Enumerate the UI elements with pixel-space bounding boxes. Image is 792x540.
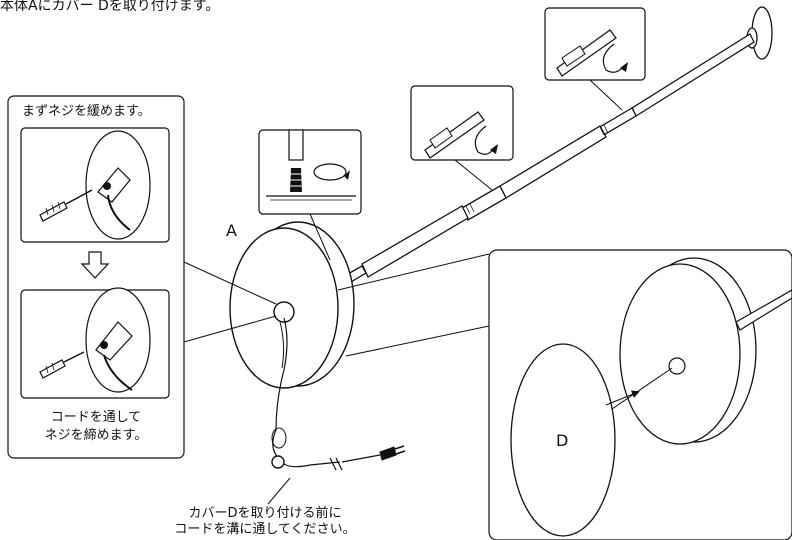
inset-step1-text: まずネジを緩めます。 xyxy=(22,104,151,119)
pole-assembly xyxy=(329,6,773,293)
screwdriver-icon xyxy=(39,351,85,379)
part-label-d: D xyxy=(556,431,569,450)
callout-line1: カバーDを取り付ける前に xyxy=(188,506,342,521)
pole-segment-3 xyxy=(499,125,607,199)
rotate-arrow-icon xyxy=(313,163,350,181)
callout-leader xyxy=(267,477,291,505)
pole-segment-2 xyxy=(361,205,469,278)
rotate-arrow-icon xyxy=(602,43,628,73)
inset-step2-line2: ネジを締めます。 xyxy=(44,428,148,443)
inset-step2-line1: コードを通して xyxy=(50,410,142,425)
base-a xyxy=(229,221,381,471)
plug-icon xyxy=(379,445,406,461)
cord-switch xyxy=(271,455,285,469)
screwdriver-icon xyxy=(39,189,93,222)
inset-screw-detail xyxy=(258,129,362,261)
inset-cover-d xyxy=(337,249,792,540)
pole-segment-top xyxy=(631,33,755,117)
down-arrow-icon xyxy=(80,251,110,279)
cord-groove xyxy=(279,321,285,369)
part-label-a: A xyxy=(226,221,237,240)
header-text: 本体Aにカバー Dを取り付けます。 xyxy=(0,0,220,14)
rotate-arrow-icon xyxy=(474,125,498,155)
cord-break-mark xyxy=(329,457,343,471)
cord-loop xyxy=(271,427,287,449)
base-hole xyxy=(273,301,295,323)
cover-d xyxy=(510,343,616,537)
pole-joint-2 xyxy=(461,185,507,221)
thread-marks xyxy=(465,124,609,215)
power-cord xyxy=(272,317,341,468)
callout-line2: コードを溝に通してください。 xyxy=(174,522,356,537)
inset-joint-2 xyxy=(544,7,646,111)
inset-left xyxy=(7,95,277,459)
inset-joint-1 xyxy=(410,85,514,191)
